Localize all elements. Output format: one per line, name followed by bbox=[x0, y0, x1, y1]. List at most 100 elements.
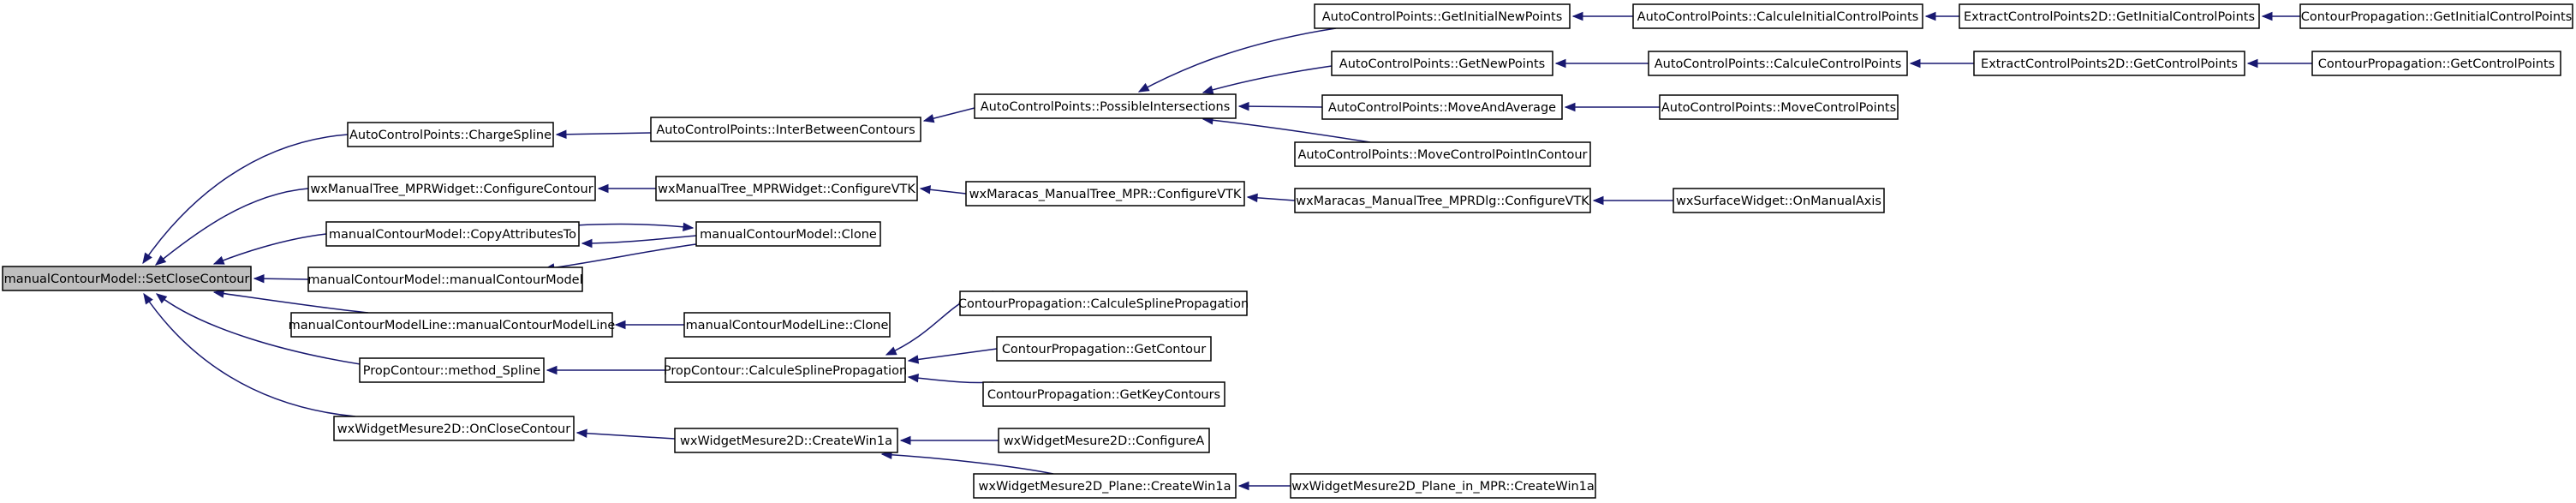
node-box bbox=[695, 221, 881, 247]
function-node[interactable]: ContourPropagation::GetInitialControlPoi… bbox=[2299, 3, 2573, 29]
edge-line bbox=[581, 235, 697, 244]
arrowhead-icon bbox=[2261, 11, 2273, 21]
function-node[interactable]: AutoControlPoints::GetNewPoints bbox=[1331, 51, 1553, 76]
function-node[interactable]: manualContourModel::manualContourModel bbox=[307, 266, 583, 292]
node-label: AutoControlPoints::MoveAndAverage bbox=[1328, 101, 1556, 115]
function-node[interactable]: ContourPropagation::GetControlPoints bbox=[2311, 51, 2561, 76]
node-label: manualContourModel::Clone bbox=[700, 228, 877, 242]
edge-line bbox=[575, 223, 694, 229]
function-node[interactable]: ExtractControlPoints2D::GetInitialContro… bbox=[1959, 3, 2260, 29]
function-node[interactable]: wxManualTree_MPRWidget::ConfigureVTK bbox=[655, 176, 918, 201]
node-label: PropContour::method_Spline bbox=[363, 364, 541, 378]
edge-line bbox=[556, 132, 652, 135]
arrowhead-icon bbox=[919, 185, 932, 195]
edge-line bbox=[156, 293, 403, 371]
function-node[interactable]: AutoControlPoints::CalculeControlPoints bbox=[1648, 51, 1908, 76]
function-node[interactable]: wxWidgetMesure2D::CreateWin1a bbox=[674, 428, 898, 453]
node-box bbox=[650, 117, 921, 142]
function-node[interactable]: AutoControlPoints::InterBetweenContours bbox=[650, 117, 921, 142]
arrowhead-icon bbox=[907, 355, 920, 364]
arrowhead-icon bbox=[143, 292, 153, 305]
function-node[interactable]: ContourPropagation::GetKeyContours bbox=[982, 381, 1225, 407]
call-edge bbox=[907, 373, 994, 384]
call-edge bbox=[155, 293, 403, 371]
function-node[interactable]: AutoControlPoints::MoveAndAverage bbox=[1321, 94, 1563, 120]
function-node[interactable]: wxWidgetMesure2D::ConfigureA bbox=[998, 428, 1210, 453]
function-node[interactable]: ContourPropagation::CalculeSplinePropaga… bbox=[958, 290, 1249, 316]
function-node[interactable]: AutoControlPoints::GetInitialNewPoints bbox=[1314, 3, 1571, 29]
arrowhead-icon bbox=[212, 255, 225, 265]
function-node[interactable]: manualContourModelLine::manualContourMod… bbox=[289, 312, 616, 338]
arrowhead-icon bbox=[1237, 481, 1249, 491]
function-node[interactable]: wxWidgetMesure2D_Plane::CreateWin1a bbox=[973, 473, 1237, 499]
node-box bbox=[1648, 51, 1908, 76]
node-box bbox=[307, 176, 596, 201]
node-label: AutoControlPoints::MoveControlPoints bbox=[1661, 101, 1896, 115]
arrowhead-icon bbox=[1924, 11, 1936, 21]
node-label: wxMaracas_ManualTree_MPR::ConfigureVTK bbox=[969, 188, 1242, 201]
node-label: ContourPropagation::GetKeyContours bbox=[987, 388, 1220, 402]
node-box bbox=[2299, 3, 2573, 29]
arrowhead-icon bbox=[683, 222, 695, 232]
node-box bbox=[1973, 51, 2245, 76]
call-edge bbox=[142, 134, 349, 265]
function-node[interactable]: wxManualTree_MPRWidget::ConfigureContour bbox=[307, 176, 596, 201]
node-box bbox=[325, 221, 580, 247]
function-node[interactable]: PropContour::CalculeSplinePropagation bbox=[664, 357, 907, 383]
node-label: wxWidgetMesure2D_Plane::CreateWin1a bbox=[979, 480, 1231, 494]
function-node[interactable]: AutoControlPoints::MoveControlPoints bbox=[1659, 94, 1899, 120]
node-label: AutoControlPoints::MoveControlPointInCon… bbox=[1297, 148, 1587, 162]
call-edge bbox=[2246, 58, 2312, 69]
function-node[interactable]: manualContourModel::Clone bbox=[695, 221, 881, 247]
function-node[interactable]: AutoControlPoints::CalculeInitialControl… bbox=[1632, 3, 1923, 29]
node-box bbox=[1294, 188, 1591, 213]
node-label: wxWidgetMesure2D_Plane_in_MPR::CreateWin… bbox=[1291, 480, 1595, 494]
node-label: wxManualTree_MPRWidget::ConfigureVTK bbox=[658, 183, 915, 196]
function-node[interactable]: ExtractControlPoints2D::GetControlPoints bbox=[1973, 51, 2245, 76]
function-node[interactable]: PropContour::method_Spline bbox=[359, 357, 545, 383]
arrowhead-icon bbox=[885, 346, 897, 356]
node-box bbox=[333, 416, 575, 441]
node-box bbox=[1659, 94, 1899, 120]
arrowhead-icon bbox=[253, 273, 265, 284]
function-node[interactable]: wxMaracas_ManualTree_MPRDlg::ConfigureVT… bbox=[1294, 188, 1591, 213]
edge-line bbox=[576, 432, 676, 440]
node-box bbox=[655, 176, 918, 201]
root-function-node[interactable]: manualContourModel::SetCloseContour bbox=[2, 266, 252, 291]
function-node[interactable]: ContourPropagation::GetContour bbox=[996, 336, 1212, 362]
node-label: wxMaracas_ManualTree_MPRDlg::ConfigureVT… bbox=[1296, 195, 1589, 208]
call-edge bbox=[907, 348, 998, 364]
arrowhead-icon bbox=[2246, 58, 2258, 69]
call-edge bbox=[1571, 11, 1633, 21]
node-box bbox=[965, 181, 1245, 207]
node-box bbox=[1632, 3, 1923, 29]
function-node[interactable]: AutoControlPoints::PossibleIntersections bbox=[974, 93, 1237, 119]
node-box bbox=[347, 122, 554, 147]
edge-line bbox=[155, 188, 309, 266]
node-label: ExtractControlPoints2D::GetControlPoints bbox=[1981, 57, 2238, 71]
node-label: ExtractControlPoints2D::GetInitialContro… bbox=[1964, 10, 2255, 24]
edge-line bbox=[1202, 65, 1333, 93]
arrowhead-icon bbox=[546, 365, 558, 375]
function-node[interactable]: wxSurfaceWidget::OnManualAxis bbox=[1673, 188, 1885, 213]
function-node[interactable]: wxWidgetMesure2D::OnCloseContour bbox=[333, 416, 575, 441]
function-node[interactable]: AutoControlPoints::MoveControlPointInCon… bbox=[1294, 141, 1591, 167]
function-node[interactable]: manualContourModelLine::Clone bbox=[683, 312, 891, 338]
call-edge bbox=[154, 188, 309, 266]
node-label: wxManualTree_MPRWidget::ConfigureContour bbox=[310, 183, 593, 196]
function-node[interactable]: manualContourModel::CopyAttributesTo bbox=[325, 221, 580, 247]
node-label: wxWidgetMesure2D::CreateWin1a bbox=[680, 434, 892, 448]
call-edge bbox=[919, 185, 967, 195]
function-node[interactable]: wxMaracas_ManualTree_MPR::ConfigureVTK bbox=[965, 181, 1245, 207]
node-label: wxWidgetMesure2D::OnCloseContour bbox=[337, 422, 570, 436]
call-edge bbox=[1237, 481, 1291, 491]
node-label: manualContourModel::CopyAttributesTo bbox=[329, 228, 576, 242]
node-box bbox=[665, 357, 906, 383]
call-edge bbox=[1246, 193, 1296, 203]
function-node[interactable]: AutoControlPoints::ChargeSpline bbox=[347, 122, 554, 147]
function-node[interactable]: wxWidgetMesure2D_Plane_in_MPR::CreateWin… bbox=[1290, 473, 1596, 499]
node-label: ContourPropagation::GetContour bbox=[1002, 343, 1206, 356]
call-edge bbox=[1924, 11, 1959, 21]
arrowhead-icon bbox=[1202, 85, 1214, 94]
